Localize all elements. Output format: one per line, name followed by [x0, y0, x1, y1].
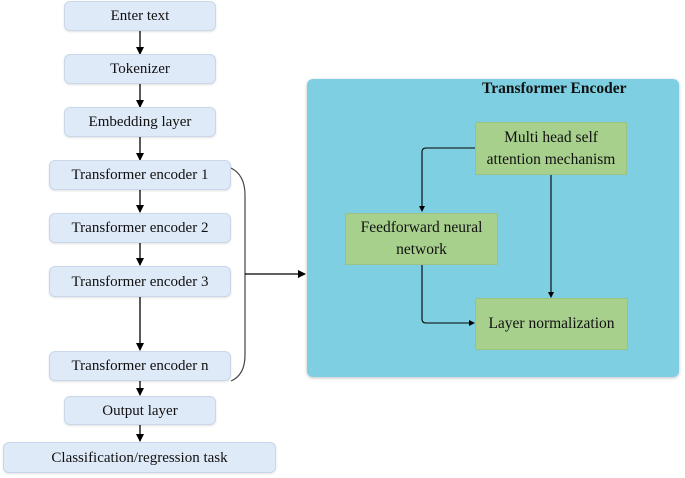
step-enter-text: Enter text [64, 1, 216, 31]
step-transformer-encoder-n: Transformer encoder n [49, 351, 231, 381]
step-transformer-encoder-2: Transformer encoder 2 [49, 213, 231, 243]
step-label: Enter text [110, 8, 170, 24]
block-label: Feedforward neural network [360, 219, 483, 258]
step-transformer-encoder-1: Transformer encoder 1 [49, 160, 231, 190]
arrow-feedforward-to-layernorm [421, 265, 475, 326]
block-feedforward-network: Feedforward neural network [345, 213, 498, 265]
step-label: Transformer encoder 2 [71, 220, 209, 236]
step-label: Transformer encoder n [71, 358, 209, 374]
step-transformer-encoder-3: Transformer encoder 3 [49, 266, 231, 297]
step-label: Classification/regression task [51, 449, 228, 466]
arrow-attention-to-feedforward [419, 147, 475, 212]
step-label: Transformer encoder 3 [71, 273, 209, 290]
step-classification-regression-task: Classification/regression task [3, 442, 276, 473]
step-embedding-layer: Embedding layer [64, 107, 216, 137]
panel-title: Transformer Encoder [482, 80, 627, 97]
block-layer-normalization: Layer normalization [475, 298, 628, 350]
step-tokenizer: Tokenizer [64, 54, 216, 84]
block-multi-head-attention: Multi head self attention mechanism [475, 122, 627, 175]
block-label: Multi head self attention mechanism [486, 128, 616, 168]
step-label: Tokenizer [110, 61, 170, 77]
step-label: Transformer encoder 1 [71, 167, 209, 183]
step-label: Embedding layer [88, 114, 192, 130]
step-output-layer: Output layer [64, 396, 216, 425]
encoder-group-bracket [230, 167, 246, 382]
block-label: Layer normalization [488, 315, 615, 332]
step-label: Output layer [102, 402, 178, 419]
